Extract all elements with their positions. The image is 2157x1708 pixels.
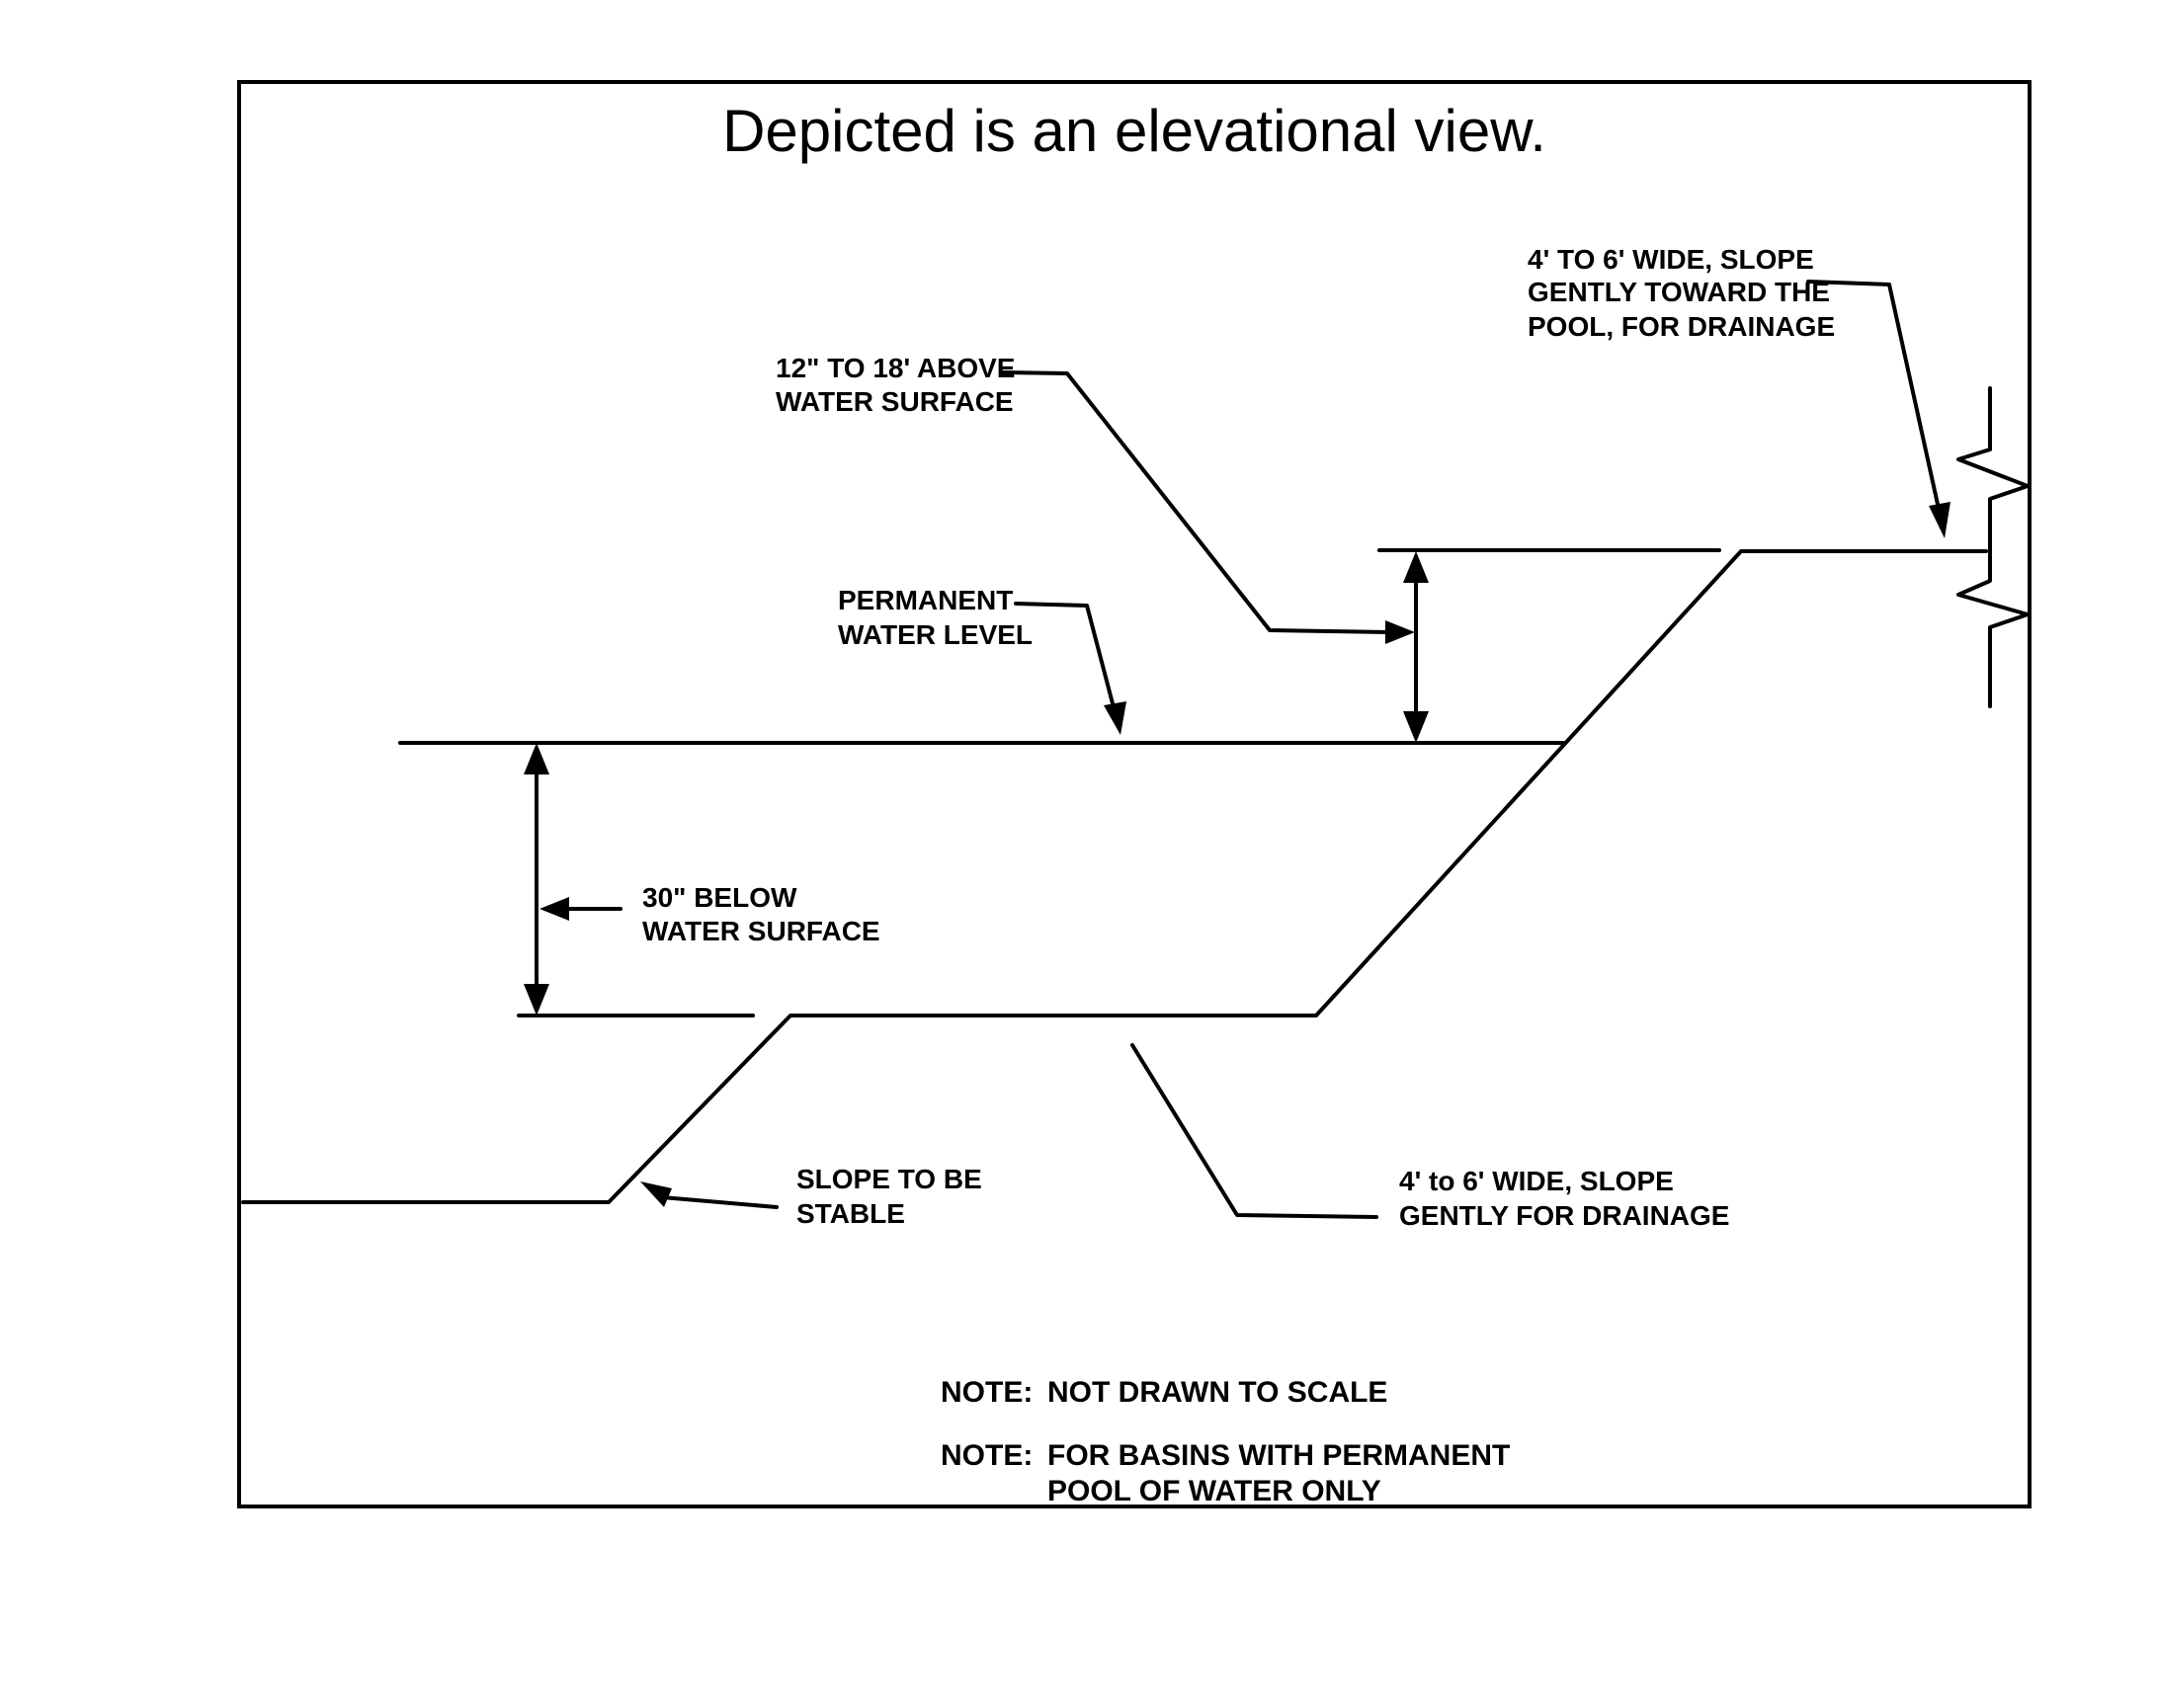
ground-profile <box>241 549 1988 1204</box>
note-text: POOL OF WATER ONLY <box>1047 1475 1381 1507</box>
below-surface-label: 30" BELOW WATER SURFACE <box>642 882 880 946</box>
note-text: NOT DRAWN TO SCALE <box>1047 1376 1387 1409</box>
note-prefix: NOTE: <box>941 1376 1033 1409</box>
above-surface-leader <box>1000 370 1415 644</box>
svg-text:GENTLY TOWARD THE: GENTLY TOWARD THE <box>1528 277 1830 307</box>
svg-text:SLOPE TO BE: SLOPE TO BE <box>796 1164 982 1194</box>
slope-stable-label: SLOPE TO BE STABLE <box>796 1164 982 1229</box>
above-surface-label: 12" TO 18' ABOVE WATER SURFACE <box>776 353 1015 417</box>
svg-text:GENTLY FOR DRAINAGE: GENTLY FOR DRAINAGE <box>1399 1200 1729 1231</box>
note-prefix: NOTE: <box>941 1439 1033 1472</box>
svg-text:4' to 6' WIDE, SLOPE: 4' to 6' WIDE, SLOPE <box>1399 1166 1674 1196</box>
svg-text:WATER LEVEL: WATER LEVEL <box>838 619 1033 650</box>
svg-text:PERMANENT: PERMANENT <box>838 585 1013 615</box>
below-surface-dimension <box>524 743 549 1016</box>
svg-text:WATER SURFACE: WATER SURFACE <box>776 386 1014 417</box>
permanent-water-level-leader <box>1014 602 1126 735</box>
diagram-title: Depicted is an elevational view. <box>722 98 1546 164</box>
notes: NOTE: NOT DRAWN TO SCALE NOTE: FOR BASIN… <box>941 1376 1510 1507</box>
svg-text:STABLE: STABLE <box>796 1198 905 1229</box>
break-line <box>1956 386 2030 708</box>
top-right-bench-label: 4' TO 6' WIDE, SLOPE GENTLY TOWARD THE P… <box>1528 244 1835 342</box>
bench-bottom-label: 4' to 6' WIDE, SLOPE GENTLY FOR DRAINAGE <box>1399 1166 1729 1231</box>
svg-text:12" TO 18' ABOVE: 12" TO 18' ABOVE <box>776 353 1015 383</box>
svg-text:30" BELOW: 30" BELOW <box>642 882 797 913</box>
above-surface-dimension <box>1403 551 1429 743</box>
top-right-leader <box>1806 280 1950 538</box>
note-text: FOR BASINS WITH PERMANENT <box>1047 1439 1510 1472</box>
below-surface-leader <box>539 897 622 921</box>
bench-bottom-leader <box>1130 1043 1378 1219</box>
diagram-frame <box>237 80 2032 1508</box>
permanent-water-level-label: PERMANENT WATER LEVEL <box>838 585 1033 650</box>
svg-text:POOL, FOR DRAINAGE: POOL, FOR DRAINAGE <box>1528 311 1835 342</box>
slope-stable-leader <box>640 1181 779 1209</box>
svg-text:4' TO 6' WIDE, SLOPE: 4' TO 6' WIDE, SLOPE <box>1528 244 1814 275</box>
svg-text:WATER SURFACE: WATER SURFACE <box>642 916 880 946</box>
